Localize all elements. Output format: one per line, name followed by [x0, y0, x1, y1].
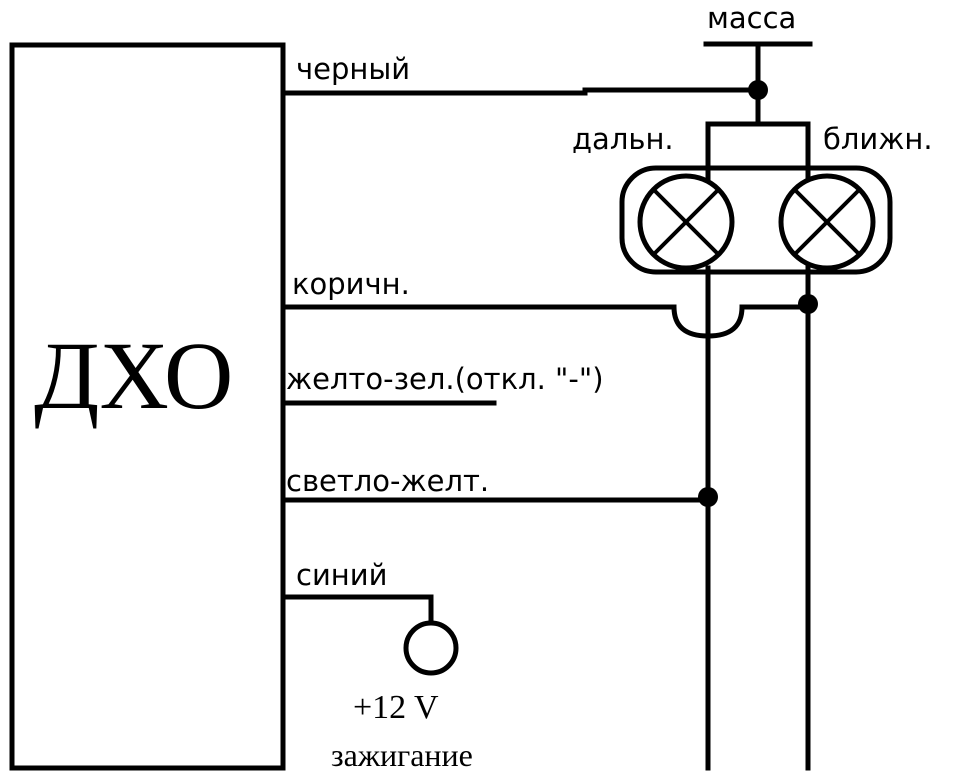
wire-brown	[280, 304, 811, 339]
headlight-housing	[619, 165, 893, 275]
wire-blue	[280, 594, 434, 625]
lamp-common-bus	[705, 121, 811, 193]
wire-label-black: черный	[296, 52, 410, 86]
ground-label: масса	[707, 1, 796, 35]
junction-ground	[748, 80, 768, 100]
wire-label-yellow-green: желто-зел.(откл. "-")	[286, 362, 604, 396]
junction-brown	[798, 294, 818, 314]
wire-black	[280, 87, 761, 96]
junction-light-yellow	[698, 487, 718, 507]
power-voltage-label: +12 V	[353, 689, 439, 726]
wire-label-blue: синий	[296, 558, 387, 592]
high-beam-label: дальн.	[572, 122, 674, 156]
low-beam-label: ближн.	[823, 122, 933, 156]
drl-unit-label: ДХО	[34, 322, 233, 429]
high-beam-lamp-icon	[637, 173, 735, 271]
low-beam-lamp-icon	[778, 173, 876, 271]
drl-unit-box	[9, 42, 286, 771]
wire-label-light-yellow: светло-желт.	[286, 464, 489, 498]
power-terminal-icon	[403, 620, 459, 676]
power-source-label: зажигание	[331, 737, 473, 773]
wire-label-brown: коричн.	[292, 267, 410, 301]
